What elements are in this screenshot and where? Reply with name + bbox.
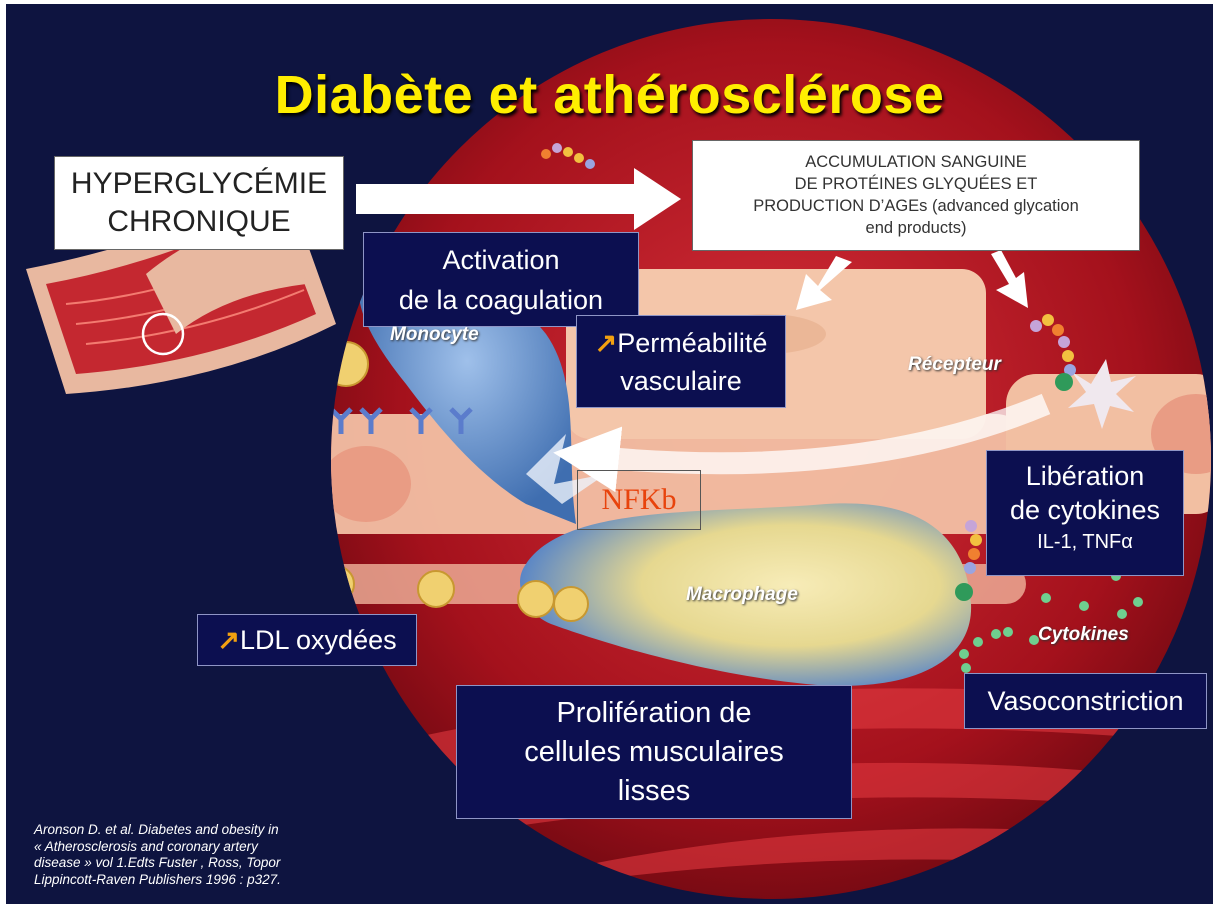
coagulation-line-2: de la coagulation — [364, 280, 638, 320]
nfkb-box: NFKb — [577, 470, 701, 530]
receptor-label: Récepteur — [908, 354, 1001, 376]
cytokine-release-box: Libération de cytokines IL-1, TNFα — [986, 450, 1184, 576]
ldl-label: LDL oxydées — [240, 625, 397, 655]
slide-title: Diabète et athérosclérose — [6, 64, 1213, 126]
vasoconstriction-box: Vasoconstriction — [964, 673, 1207, 729]
accumulation-line-1: ACCUMULATION SANGUINE — [693, 151, 1139, 173]
monocyte-label: Monocyte — [390, 324, 479, 346]
hyperglycemia-line-1: HYPERGLYCÉMIE — [55, 165, 343, 203]
hyperglycemia-line-2: CHRONIQUE — [55, 203, 343, 241]
permeability-box: ↗Perméabilité vasculaire — [576, 315, 786, 408]
permeability-line-2: vasculaire — [577, 362, 785, 400]
accumulation-line-4: end products) — [693, 217, 1139, 239]
coagulation-line-1: Activation — [364, 240, 638, 280]
proliferation-line-1: Prolifération de — [457, 694, 851, 733]
permeability-line-1: Perméabilité — [617, 328, 767, 358]
cytokine-release-line-2: de cytokines — [987, 493, 1183, 527]
increase-arrow-icon: ↗ — [217, 625, 240, 655]
vasoconstriction-label: Vasoconstriction — [987, 686, 1183, 716]
proliferation-box: Prolifération de cellules musculaires li… — [456, 685, 852, 819]
accumulation-line-2: DE PROTÉINES GLYQUÉES ET — [693, 173, 1139, 195]
coagulation-box: Activation de la coagulation — [363, 232, 639, 327]
proliferation-line-3: lisses — [457, 772, 851, 811]
accumulation-line-3: PRODUCTION D’AGEs (advanced glycation — [693, 195, 1139, 217]
proliferation-line-2: cellules musculaires — [457, 733, 851, 772]
hyperglycemia-box: HYPERGLYCÉMIE CHRONIQUE — [54, 156, 344, 250]
reference-citation: Aronson D. et al. Diabetes and obesity i… — [34, 822, 364, 888]
nfkb-label: NFKb — [601, 483, 676, 516]
cytokine-release-line-3: IL-1, TNFα — [987, 527, 1183, 557]
slide: Diabète et athérosclérose HYPERGLYCÉMIE … — [6, 4, 1213, 904]
macrophage-label: Macrophage — [686, 584, 798, 606]
cytokine-release-line-1: Libération — [987, 459, 1183, 493]
ldl-box: ↗LDL oxydées — [197, 614, 417, 666]
increase-arrow-icon: ↗ — [595, 328, 618, 358]
cytokines-label: Cytokines — [1038, 624, 1129, 646]
accumulation-box: ACCUMULATION SANGUINE DE PROTÉINES GLYQU… — [692, 140, 1140, 251]
